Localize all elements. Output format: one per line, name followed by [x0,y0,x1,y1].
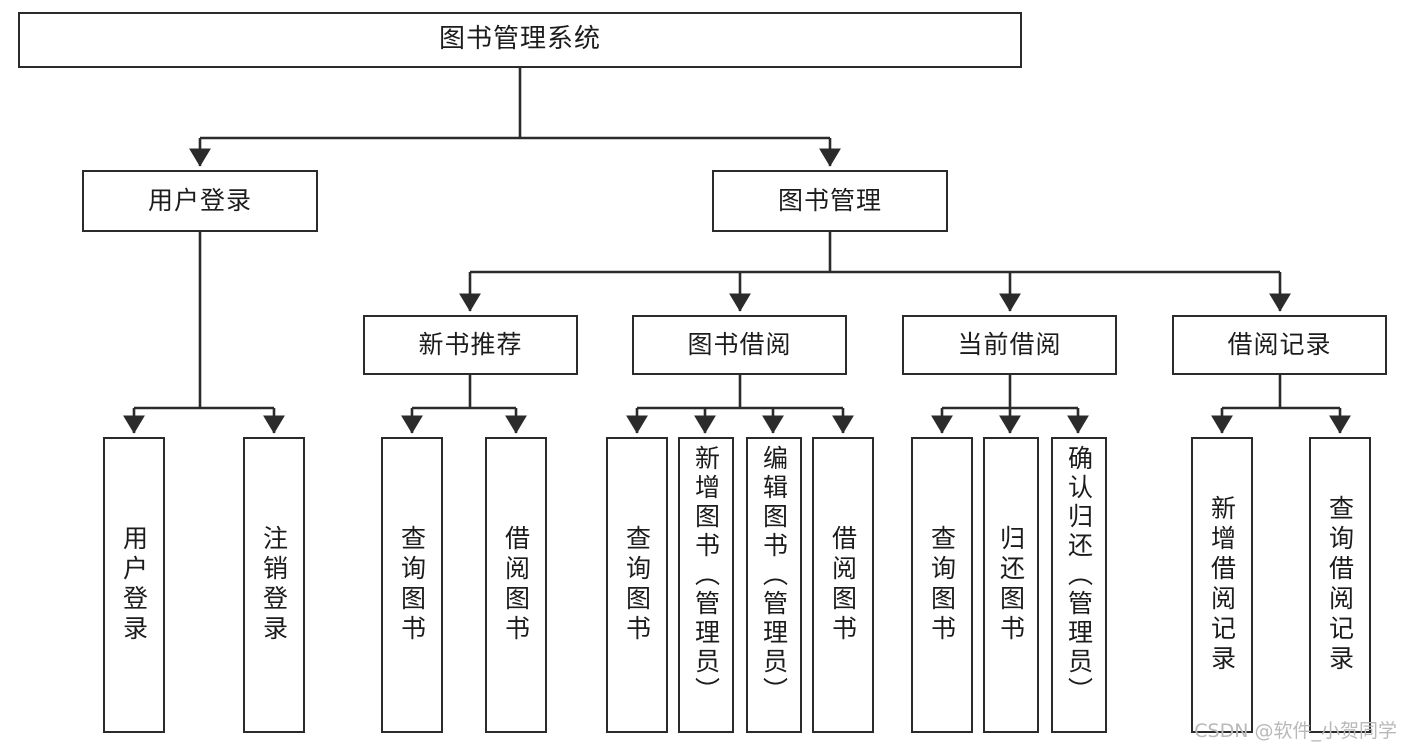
csdn-watermark: CSDN @软件_小贺同学 [1194,720,1397,742]
node-label: 归还图书 [996,525,1026,645]
node-book-borrowing[interactable]: 图书借阅 [632,315,847,375]
node-label: 新书推荐 [418,329,523,359]
node-borrowing-records[interactable]: 借阅记录 [1172,315,1387,375]
leaf-add-borrow-record[interactable]: 新增借阅记录 [1191,437,1253,733]
node-label: 图书借阅 [687,329,792,359]
node-label: 图书管理系统 [438,24,601,55]
node-label: 当前借阅 [957,329,1062,359]
node-label: 查询借阅记录 [1325,495,1355,675]
leaf-query-books-current[interactable]: 查询图书 [911,437,973,733]
node-label: 查询图书 [622,525,652,645]
node-label: 借阅图书 [828,525,858,645]
node-label: 查询图书 [927,525,957,645]
node-label: 用户登录 [147,185,252,215]
leaf-user-login[interactable]: 用户登录 [103,437,165,733]
node-label: 新增借阅记录 [1207,495,1237,675]
node-user-login[interactable]: 用户登录 [82,170,318,232]
leaf-query-books-borrow[interactable]: 查询图书 [606,437,668,733]
leaf-add-book-admin[interactable]: 新增图书（管理员） [678,437,734,733]
leaf-borrow-books[interactable]: 借阅图书 [812,437,874,733]
leaf-confirm-return-admin[interactable]: 确认归还（管理员） [1051,437,1107,733]
node-new-book-recommendation[interactable]: 新书推荐 [363,315,578,375]
node-label: 新增图书（管理员） [691,445,721,706]
leaf-query-books-new[interactable]: 查询图书 [381,437,443,733]
node-label: 查询图书 [397,525,427,645]
node-book-management[interactable]: 图书管理 [712,170,948,232]
node-label: 编辑图书（管理员） [759,445,789,706]
leaf-logout[interactable]: 注销登录 [243,437,305,733]
leaf-edit-book-admin[interactable]: 编辑图书（管理员） [746,437,802,733]
leaf-query-borrow-record[interactable]: 查询借阅记录 [1309,437,1371,733]
node-label: 确认归还（管理员） [1064,445,1094,706]
node-current-borrowing[interactable]: 当前借阅 [902,315,1117,375]
node-label: 借阅图书 [501,525,531,645]
leaf-borrow-books-new[interactable]: 借阅图书 [485,437,547,733]
node-label: 图书管理 [777,185,882,215]
leaf-return-books[interactable]: 归还图书 [983,437,1039,733]
node-label: 借阅记录 [1227,329,1332,359]
node-label: 注销登录 [259,525,289,645]
node-root-book-management-system[interactable]: 图书管理系统 [18,12,1022,68]
node-label: 用户登录 [119,525,149,645]
